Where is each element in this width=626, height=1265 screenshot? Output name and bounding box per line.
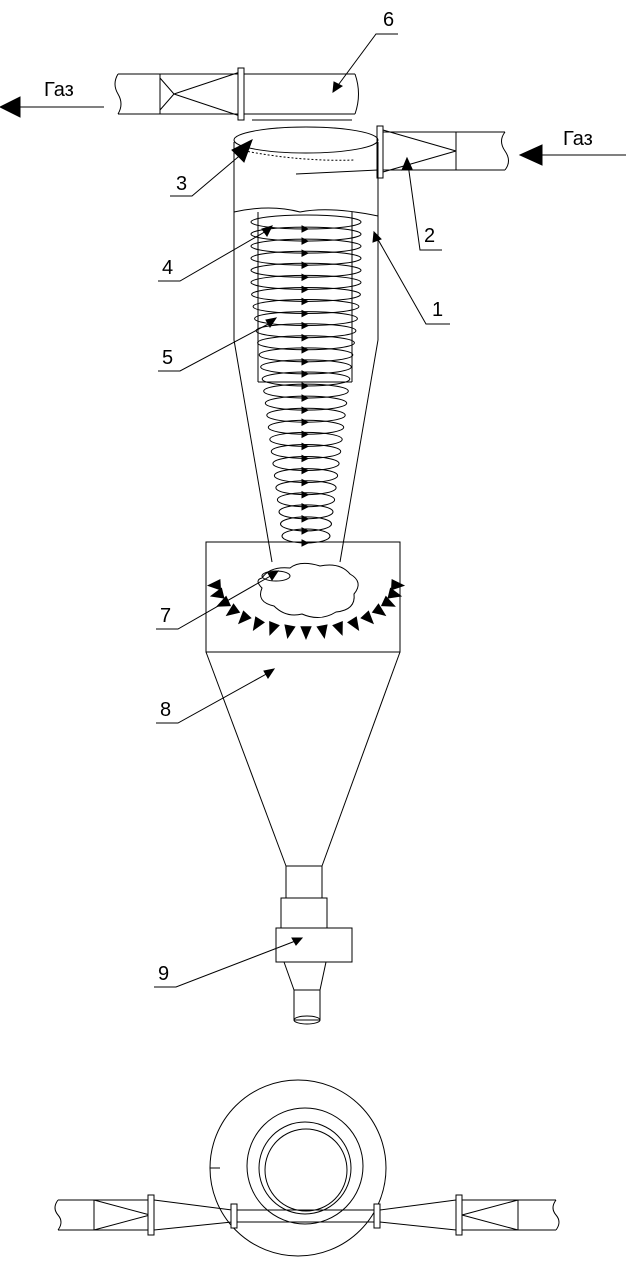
gas-out-label: Газ (44, 79, 74, 101)
vortex-arrow (301, 225, 310, 233)
deflector-tooth (269, 620, 280, 636)
inlet-pipe (376, 125, 509, 179)
gas-in-label: Газ (563, 128, 593, 150)
vortex-arrow (301, 418, 310, 427)
callout-5: 5 (158, 317, 278, 372)
deflector-tooth (284, 624, 296, 639)
vortex-arrows (301, 225, 310, 547)
vortex-arrow (301, 249, 310, 257)
deflector-tooth (300, 626, 312, 641)
exhaust-pipe (233, 207, 379, 383)
deflector-tooth (238, 610, 252, 625)
vortex-arrow (301, 358, 310, 366)
vortex-arrow (301, 321, 310, 330)
vortex-arrow (301, 466, 310, 475)
vortex-arrow (301, 478, 310, 487)
vortex-arrow (301, 394, 310, 402)
outlet-pipe (114, 67, 359, 121)
vortex-arrow (301, 430, 310, 439)
vortex-arrow (301, 273, 310, 282)
top-view (54, 1079, 560, 1257)
vortex-arrow (301, 285, 310, 294)
deflector-tooth (216, 595, 232, 607)
vortex-arrow (301, 539, 310, 547)
deflector-tooth (371, 603, 387, 617)
callout-9: 9 (154, 937, 304, 988)
callout-7: 7 (156, 570, 280, 630)
svg-text:3: 3 (176, 173, 187, 195)
deflector-tooth (380, 595, 396, 607)
vortex-arrow (301, 527, 310, 535)
deflector-tooth (347, 616, 360, 632)
callout-1: 1 (372, 230, 450, 325)
cyclone-body (233, 126, 379, 563)
vortex-arrow (301, 370, 310, 378)
discharge-valve (275, 865, 353, 1025)
vortex-arrow (301, 345, 310, 354)
callout-3: 3 (170, 138, 253, 197)
vortex-arrow (301, 382, 310, 390)
svg-text:5: 5 (162, 347, 173, 369)
svg-text:9: 9 (158, 963, 169, 985)
vortex-arrow (301, 454, 310, 463)
vortex-arrow (301, 406, 310, 414)
dust-chamber (205, 541, 401, 653)
vortex-arrow (301, 442, 310, 451)
callout-4: 4 (158, 225, 273, 282)
vortex-arrow (301, 515, 310, 523)
vortex-arrow (301, 309, 310, 318)
deflector-tooth (360, 610, 374, 625)
vortex-arrow (301, 333, 310, 342)
svg-text:6: 6 (383, 9, 394, 31)
svg-text:4: 4 (162, 257, 173, 279)
deflector-tooth (252, 616, 265, 632)
deflector-tooth (390, 579, 406, 591)
hopper (205, 651, 401, 867)
deflector-tooth (332, 620, 343, 636)
deflector-tooth (387, 587, 403, 599)
svg-text:7: 7 (160, 605, 171, 627)
vortex-arrow (301, 490, 310, 499)
callout-8: 8 (156, 668, 276, 724)
svg-text:8: 8 (160, 699, 171, 721)
callout-6: 6 (332, 9, 398, 94)
svg-text:2: 2 (424, 225, 435, 247)
vortex-arrow (301, 502, 310, 511)
gas-out-arrow (0, 96, 104, 118)
vortex-arrow (301, 297, 310, 306)
gas-in-arrow (518, 144, 626, 166)
vortex-arrow (301, 261, 310, 270)
callout-2: 2 (401, 156, 442, 251)
deflector-tooth (316, 624, 328, 639)
deflector-tooth (225, 603, 241, 617)
svg-text:1: 1 (432, 299, 443, 321)
deflector-tooth (209, 587, 225, 599)
deflector-tooth (206, 579, 222, 591)
vortex-arrow (301, 237, 310, 245)
dust-deflector-teeth (206, 579, 406, 641)
